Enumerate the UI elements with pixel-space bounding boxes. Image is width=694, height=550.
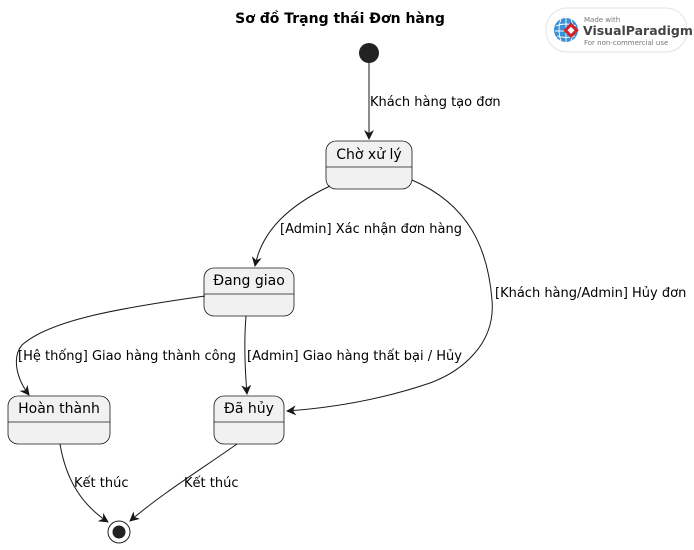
state-done: Hoàn thành: [7, 395, 111, 445]
state-shipping-name: Đang giao: [213, 273, 285, 289]
state-pending: Chờ xử lý: [325, 140, 413, 190]
label-end-done: Kết thúc: [74, 476, 128, 491]
edge-end-done: [59, 443, 109, 523]
edge-confirm: [251, 185, 331, 267]
logo-brand: VisualParadigm: [583, 23, 693, 38]
final-state: [107, 520, 131, 544]
edge-cancel-order: [286, 179, 493, 416]
logo-made-with: Made with: [584, 16, 620, 24]
diagram-title: Sơ đồ Trạng thái Đơn hàng: [235, 10, 445, 27]
label-delivered: [Hệ thống] Giao hàng thành công: [18, 349, 236, 364]
label-end-cancelled: Kết thúc: [184, 476, 238, 491]
state-done-name: Hoàn thành: [18, 401, 100, 417]
state-cancelled-name: Đã hủy: [224, 401, 274, 417]
edge-delivered: [15, 295, 206, 396]
label-confirm: [Admin] Xác nhận đơn hàng: [280, 222, 462, 237]
label-delivery-failed: [Admin] Giao hàng thất bại / Hủy: [247, 349, 462, 364]
visual-paradigm-logo: Made with VisualParadigm For non-commerc…: [545, 7, 693, 53]
edge-end-cancelled: [129, 443, 238, 522]
logo-license: For non-commercial use: [584, 39, 668, 47]
label-create: Khách hàng tạo đơn: [370, 95, 501, 110]
initial-state: [359, 43, 379, 63]
label-cancel-order: [Khách hàng/Admin] Hủy đơn: [495, 286, 686, 301]
globe-icon: [554, 18, 579, 42]
state-shipping: Đang giao: [203, 267, 295, 317]
state-cancelled: Đã hủy: [213, 395, 285, 445]
edge-delivery-failed: [241, 315, 252, 395]
state-pending-name: Chờ xử lý: [336, 147, 401, 163]
